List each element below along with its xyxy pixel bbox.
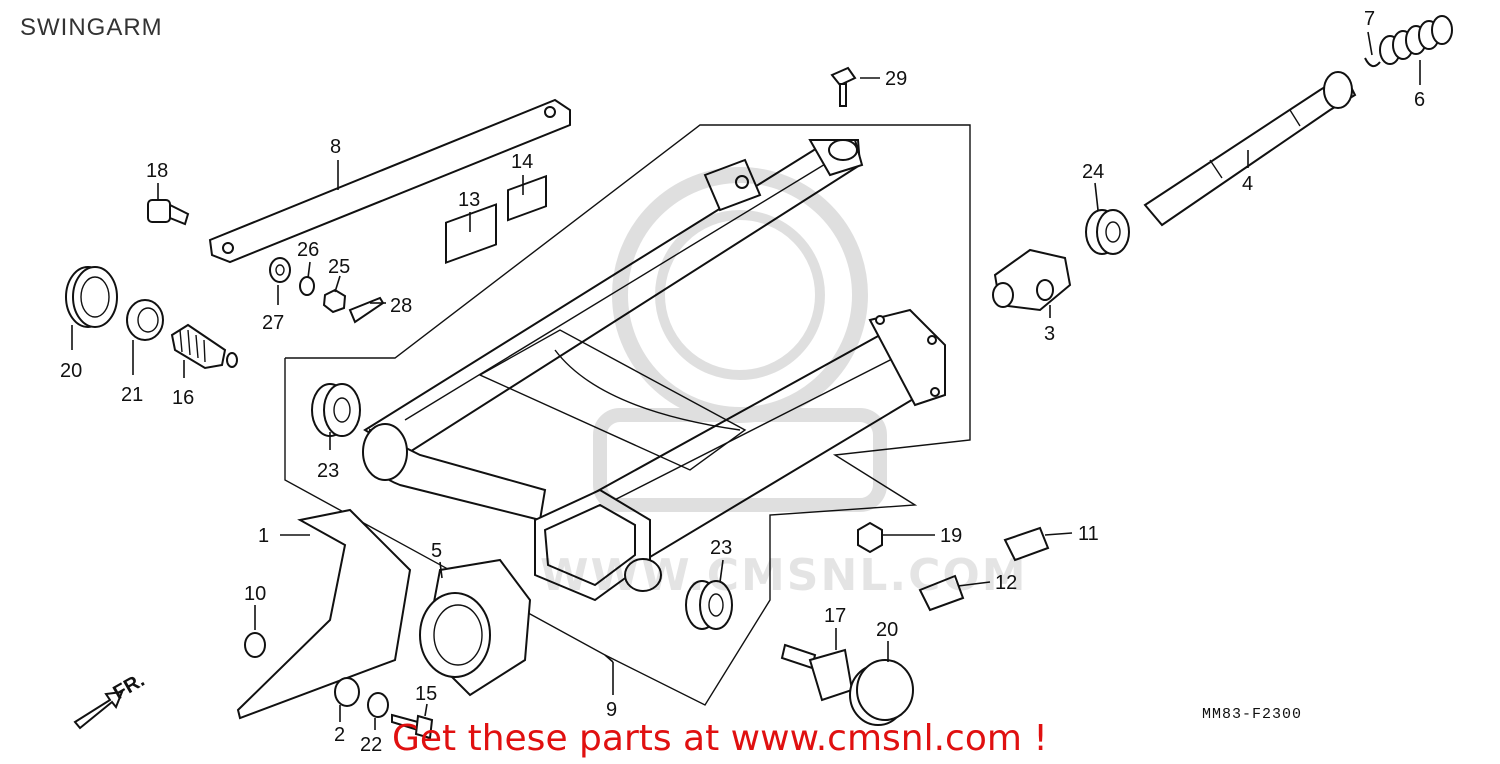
promo-link[interactable]: Get these parts at www.cmsnl.com ! xyxy=(392,718,1048,759)
part-27-washer[interactable] xyxy=(269,257,291,283)
part-19-nut[interactable] xyxy=(857,521,883,554)
part-13-label-sticker[interactable] xyxy=(445,203,497,265)
part-23-bearing-lower[interactable] xyxy=(685,580,733,630)
part-8-strap[interactable] xyxy=(208,98,571,264)
part-17-pivot-bolt[interactable] xyxy=(780,643,854,702)
callout-16[interactable]: 16 xyxy=(172,387,194,409)
callout-8[interactable]: 8 xyxy=(330,136,341,158)
part-29-bolt[interactable] xyxy=(830,66,857,107)
leader-lines xyxy=(71,31,1421,730)
callout-23-upper[interactable]: 23 xyxy=(317,460,339,482)
callout-11[interactable]: 11 xyxy=(1078,523,1099,545)
callout-3[interactable]: 3 xyxy=(1044,323,1055,345)
part-6-spring[interactable] xyxy=(1379,15,1453,65)
part-4-drive-shaft[interactable] xyxy=(1143,71,1357,227)
callout-6[interactable]: 6 xyxy=(1414,89,1425,111)
callout-numbers: 8 18 13 14 26 25 27 28 20 21 16 23 29 24… xyxy=(60,8,1425,756)
callout-15[interactable]: 15 xyxy=(415,683,437,705)
swingarm-frame xyxy=(362,139,946,602)
part-25-nut[interactable] xyxy=(322,288,347,314)
callout-4[interactable]: 4 xyxy=(1242,173,1253,195)
callout-17[interactable]: 17 xyxy=(824,605,846,627)
callout-9[interactable]: 9 xyxy=(606,699,617,721)
callout-7[interactable]: 7 xyxy=(1364,8,1375,30)
part-11-cap[interactable] xyxy=(1003,526,1050,562)
part-18-bolt[interactable] xyxy=(147,199,190,226)
part-23-bearing-upper[interactable] xyxy=(311,383,361,437)
callout-18[interactable]: 18 xyxy=(146,160,168,182)
part-10-grommet[interactable] xyxy=(244,632,266,658)
diagram-code: MM83-F2300 xyxy=(1202,706,1303,723)
callout-28[interactable]: 28 xyxy=(390,295,412,317)
callout-26[interactable]: 26 xyxy=(297,239,319,261)
callout-1[interactable]: 1 xyxy=(258,525,269,547)
front-direction-arrow: FR. xyxy=(73,669,148,730)
callout-24[interactable]: 24 xyxy=(1082,161,1104,183)
callout-22[interactable]: 22 xyxy=(360,734,382,756)
callout-10[interactable]: 10 xyxy=(244,583,266,605)
callout-19[interactable]: 19 xyxy=(940,525,962,547)
callout-12[interactable]: 12 xyxy=(995,572,1017,594)
callout-2[interactable]: 2 xyxy=(334,724,345,746)
callout-20-right[interactable]: 20 xyxy=(876,619,898,641)
part-20-seal-left[interactable] xyxy=(65,266,118,328)
part-14-label-sticker[interactable] xyxy=(507,174,547,222)
watermark-text: WWW.CMSNL.COM xyxy=(540,550,1028,601)
callout-29[interactable]: 29 xyxy=(885,68,907,90)
callout-27[interactable]: 27 xyxy=(262,312,284,334)
part-20-cap-right[interactable] xyxy=(849,659,914,726)
part-12-cap[interactable] xyxy=(918,574,965,612)
callout-20-left[interactable]: 20 xyxy=(60,360,82,382)
callout-23-lower[interactable]: 23 xyxy=(710,537,732,559)
callout-14[interactable]: 14 xyxy=(511,151,533,173)
page-title: SWINGARM xyxy=(20,14,163,41)
part-15-bolt[interactable] xyxy=(391,713,434,740)
callout-21[interactable]: 21 xyxy=(121,384,143,406)
part-7-circlip[interactable] xyxy=(1364,57,1381,68)
callout-25[interactable]: 25 xyxy=(328,256,350,278)
part-22-washer[interactable] xyxy=(367,692,389,718)
part-24-bearing[interactable] xyxy=(1085,209,1130,255)
part-5-boot[interactable] xyxy=(419,558,532,697)
part-28-cotter-pin[interactable] xyxy=(348,296,385,324)
part-2-collar[interactable] xyxy=(334,677,360,707)
part-26-collar[interactable] xyxy=(299,276,315,296)
callout-5[interactable]: 5 xyxy=(431,540,442,562)
part-3-universal-joint[interactable] xyxy=(992,248,1072,312)
part-16-bolt[interactable] xyxy=(170,323,238,370)
part-21-nut[interactable] xyxy=(126,299,164,341)
callout-13[interactable]: 13 xyxy=(458,189,480,211)
